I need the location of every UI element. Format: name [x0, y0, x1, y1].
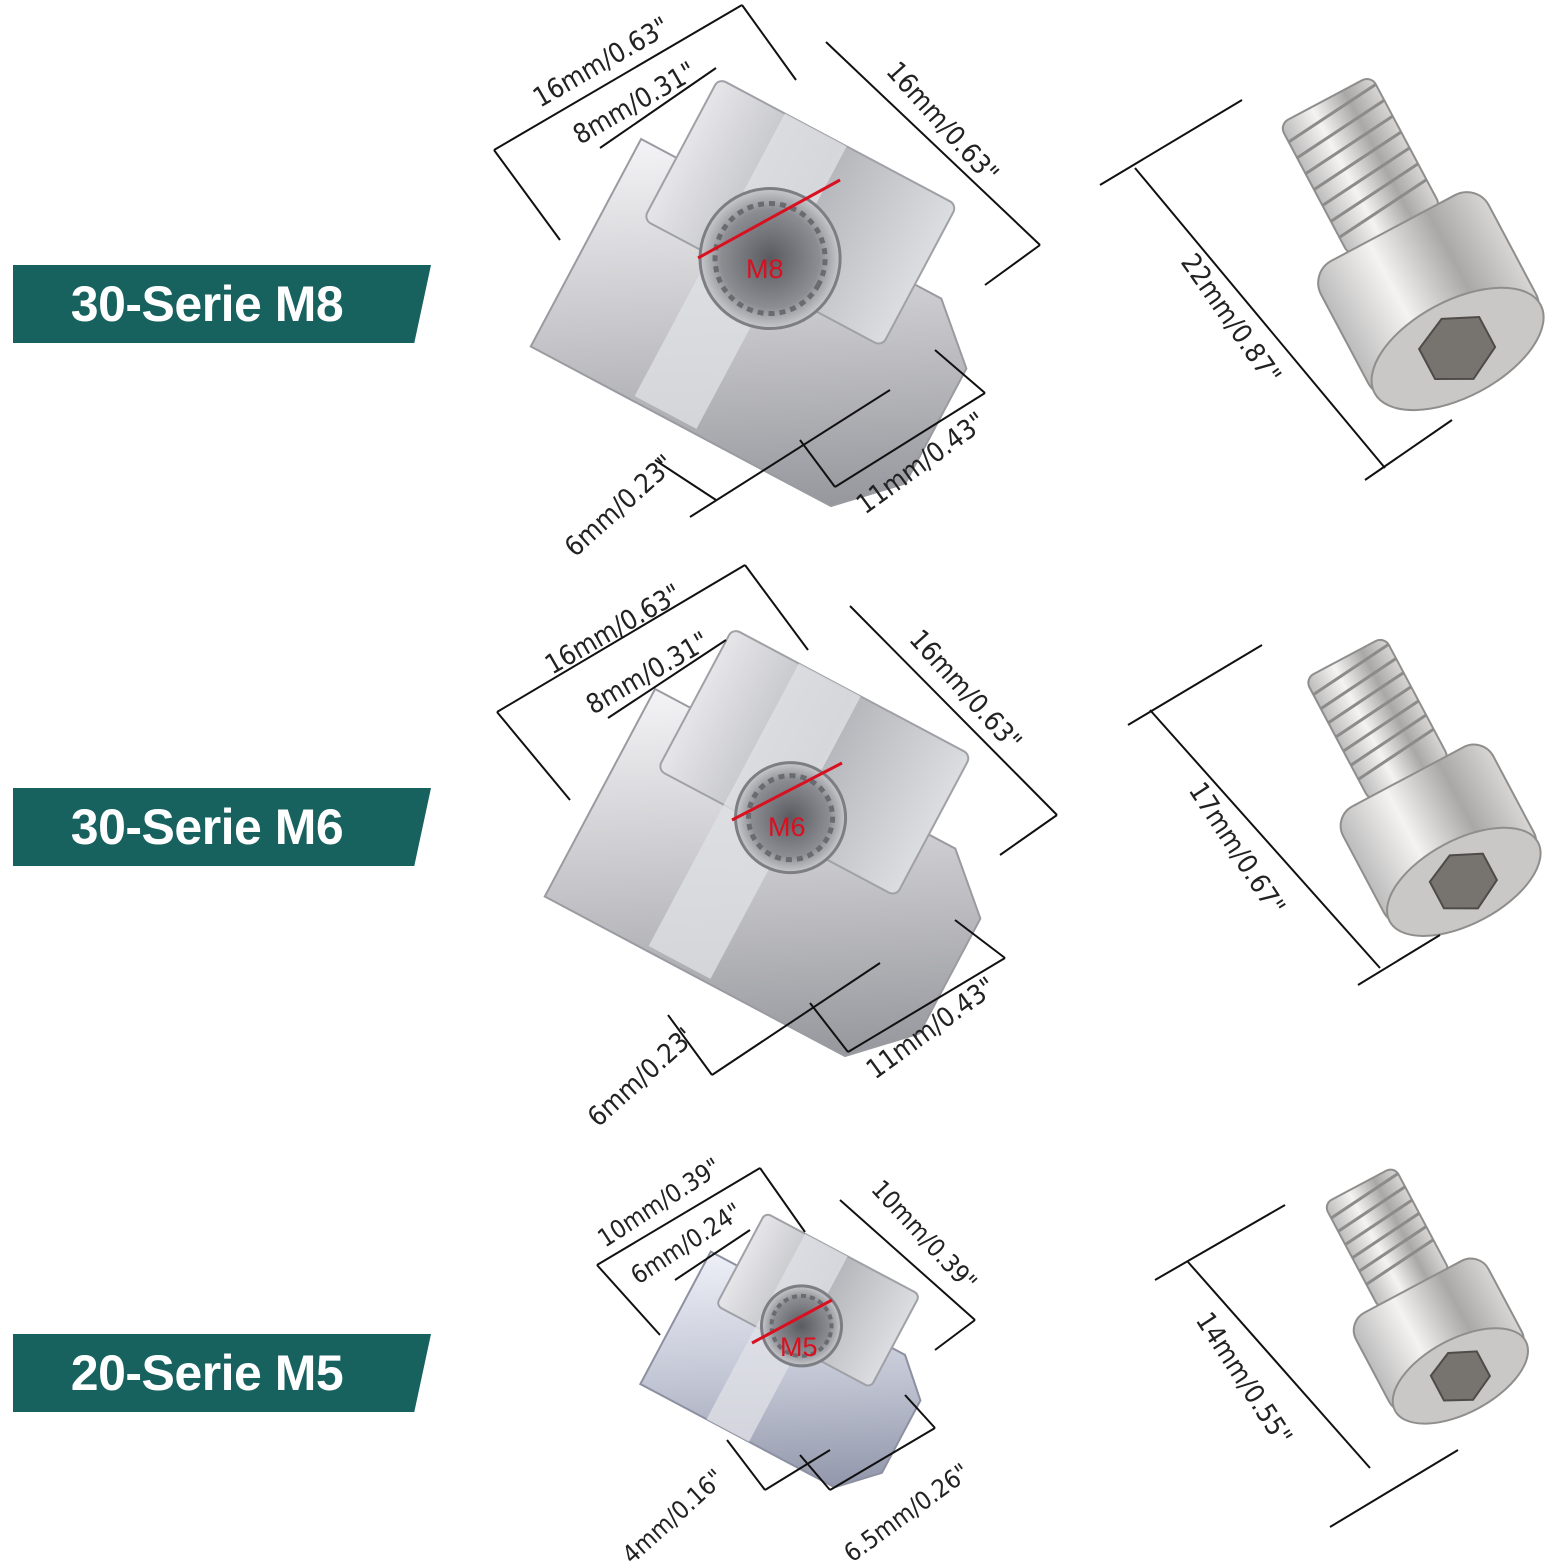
thread-diameter-marker: [697, 178, 841, 260]
screw-22mm: [1281, 78, 1545, 412]
screw-14mm: [1325, 1168, 1529, 1425]
t-nut-m8: M8: [529, 80, 968, 508]
badge-30-serie-m8: 30-Serie M8: [13, 265, 431, 343]
thread-diameter-marker: [751, 1298, 833, 1345]
dim-height: 6mm/0.23": [559, 449, 681, 563]
dim-screw-length: 14mm/0.55": [1189, 1307, 1298, 1451]
screw-17mm: [1307, 638, 1542, 937]
thread-diameter-marker: [731, 761, 843, 822]
t-nut-m5: M5: [638, 1213, 922, 1489]
dim-screw-length: 22mm/0.87": [1174, 248, 1286, 390]
dim-height: 6mm/0.23': [582, 1022, 701, 1133]
thread-label: M6: [768, 812, 806, 842]
t-nut-m6: M6: [543, 630, 982, 1058]
badge-label: 20-Serie M5: [70, 1345, 344, 1401]
thread-label: M5: [780, 1332, 818, 1362]
badge-20-serie-m5: 20-Serie M5: [13, 1334, 431, 1412]
badge-30-serie-m6: 30-Serie M6: [13, 788, 431, 866]
badge-label: 30-Serie M8: [70, 276, 344, 332]
thread-label: M8: [746, 254, 784, 284]
dim-height: 4mm/0.16": [617, 1464, 730, 1568]
badge-label: 30-Serie M6: [70, 799, 344, 855]
dim-length: 16mm/0.63": [880, 56, 1005, 189]
